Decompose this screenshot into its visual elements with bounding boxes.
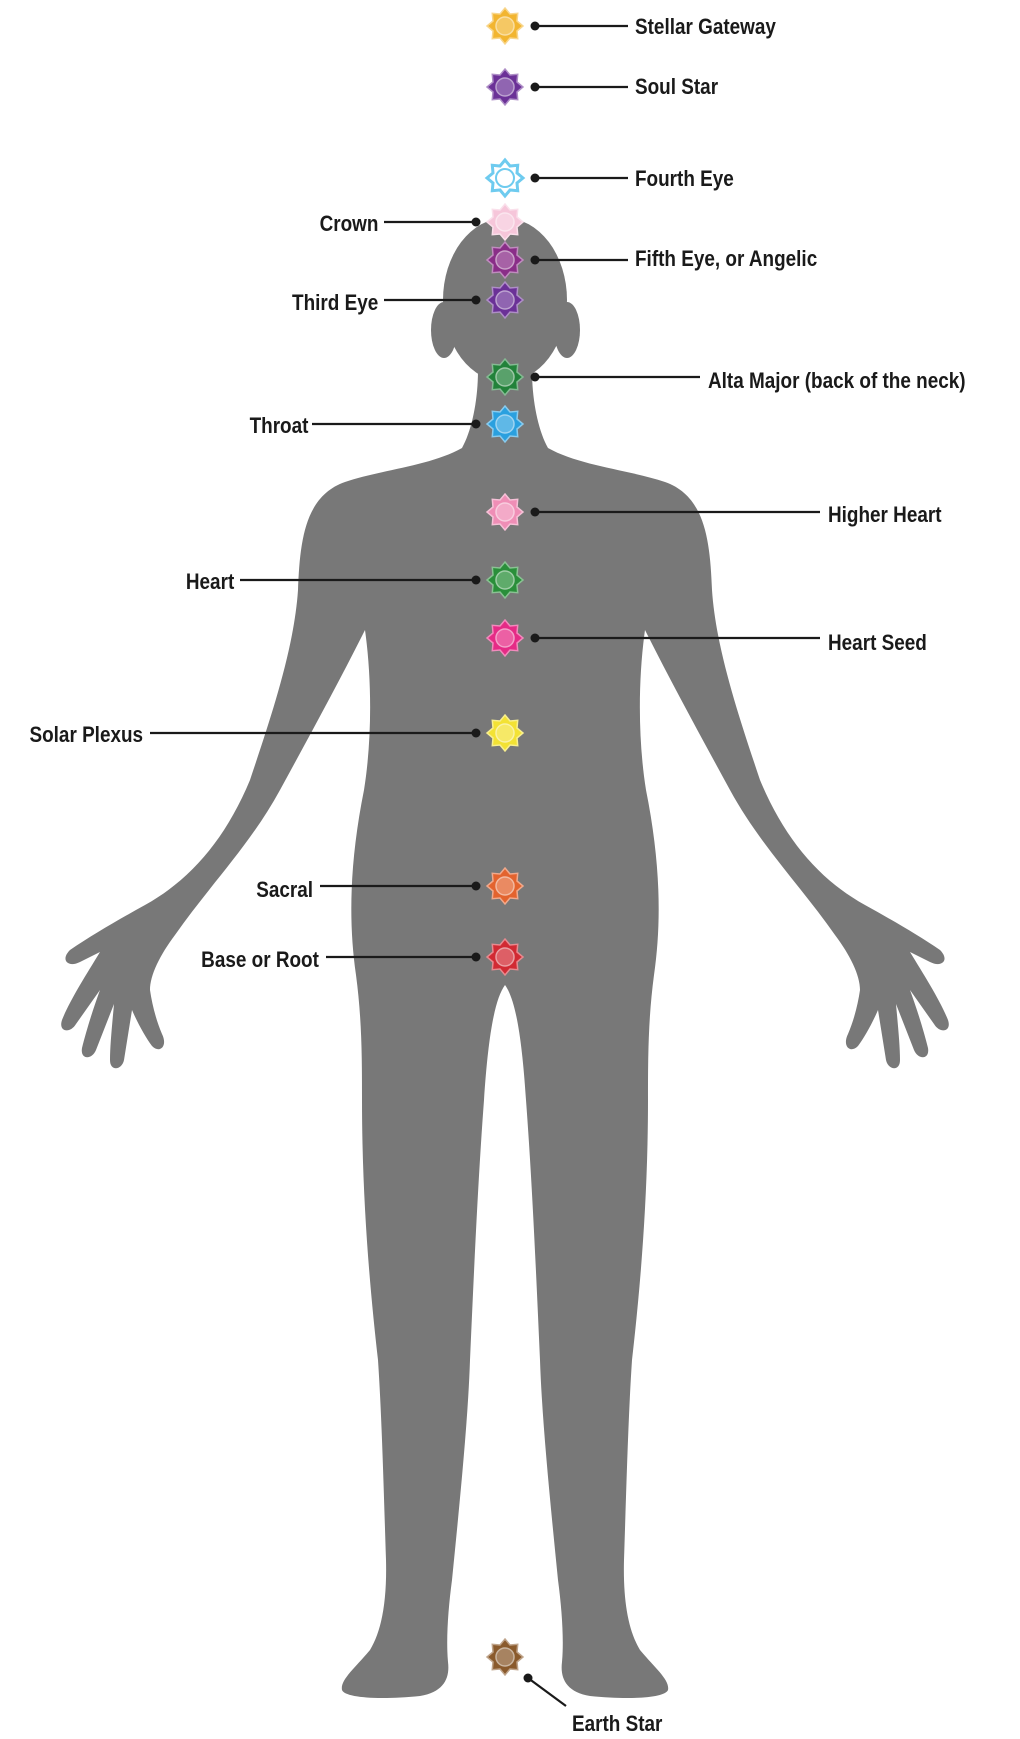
chakra-star-sacral bbox=[487, 868, 523, 904]
chakra-star-crown bbox=[487, 204, 523, 240]
star-core-soul-star bbox=[496, 78, 514, 96]
label-alta-major: Alta Major (back of the neck) bbox=[708, 368, 966, 394]
star-core-base-or-root bbox=[496, 948, 514, 966]
chakra-star-base-or-root bbox=[487, 939, 523, 975]
star-core-solar-plexus bbox=[496, 724, 514, 742]
leader-dot-stellar-gateway bbox=[531, 22, 540, 31]
leader-dot-heart-seed bbox=[531, 634, 540, 643]
leader-dot-fifth-eye bbox=[531, 256, 540, 265]
leader-dot-sacral bbox=[472, 882, 481, 891]
leader-dot-heart bbox=[472, 576, 481, 585]
chakra-star-earth-star bbox=[487, 1639, 523, 1675]
label-throat: Throat bbox=[249, 413, 308, 439]
right-ear-shape bbox=[554, 302, 580, 358]
chakra-star-higher-heart bbox=[487, 494, 523, 530]
label-stellar-gateway: Stellar Gateway bbox=[635, 14, 776, 40]
chakra-star-heart-seed bbox=[487, 620, 523, 656]
label-heart-seed: Heart Seed bbox=[828, 630, 927, 656]
chakra-star-soul-star bbox=[487, 69, 523, 105]
leader-dot-base-or-root bbox=[472, 953, 481, 962]
label-earth-star: Earth Star bbox=[572, 1711, 662, 1737]
chakra-star-fifth-eye bbox=[487, 242, 523, 278]
leader-dot-third-eye bbox=[472, 296, 481, 305]
star-core-higher-heart bbox=[496, 503, 514, 521]
label-fifth-eye: Fifth Eye, or Angelic bbox=[635, 246, 817, 272]
star-core-heart bbox=[496, 571, 514, 589]
label-crown: Crown bbox=[319, 211, 378, 237]
star-core-earth-star bbox=[496, 1648, 514, 1666]
leader-dot-throat bbox=[472, 420, 481, 429]
star-core-fifth-eye bbox=[496, 251, 514, 269]
label-third-eye: Third Eye bbox=[292, 290, 378, 316]
leader-dot-solar-plexus bbox=[472, 729, 481, 738]
chakra-star-stellar-gateway bbox=[487, 8, 523, 44]
star-core-third-eye bbox=[496, 291, 514, 309]
chakra-star-heart bbox=[487, 562, 523, 598]
star-core-sacral bbox=[496, 877, 514, 895]
leader-dot-crown bbox=[472, 218, 481, 227]
leader-dot-soul-star bbox=[531, 83, 540, 92]
left-ear-shape bbox=[431, 302, 457, 358]
label-heart: Heart bbox=[186, 569, 234, 595]
star-core-stellar-gateway bbox=[496, 17, 514, 35]
star-core-fourth-eye bbox=[496, 169, 514, 187]
leader-dot-earth-star bbox=[524, 1674, 533, 1683]
leader-dot-alta-major bbox=[531, 373, 540, 382]
chakra-star-alta-major bbox=[487, 359, 523, 395]
label-higher-heart: Higher Heart bbox=[828, 502, 942, 528]
label-soul-star: Soul Star bbox=[635, 74, 718, 100]
label-solar-plexus: Solar Plexus bbox=[29, 722, 143, 748]
leader-line-earth-star bbox=[528, 1678, 566, 1706]
star-core-heart-seed bbox=[496, 629, 514, 647]
leader-dot-fourth-eye bbox=[531, 174, 540, 183]
star-core-crown bbox=[496, 213, 514, 231]
label-sacral: Sacral bbox=[256, 877, 313, 903]
label-base-or-root: Base or Root bbox=[201, 947, 319, 973]
star-core-throat bbox=[496, 415, 514, 433]
star-core-alta-major bbox=[496, 368, 514, 386]
chakra-star-solar-plexus bbox=[487, 715, 523, 751]
chakra-star-third-eye bbox=[487, 282, 523, 318]
leader-dot-higher-heart bbox=[531, 508, 540, 517]
chakra-star-throat bbox=[487, 406, 523, 442]
label-fourth-eye: Fourth Eye bbox=[635, 166, 734, 192]
chakra-star-fourth-eye bbox=[487, 160, 523, 196]
